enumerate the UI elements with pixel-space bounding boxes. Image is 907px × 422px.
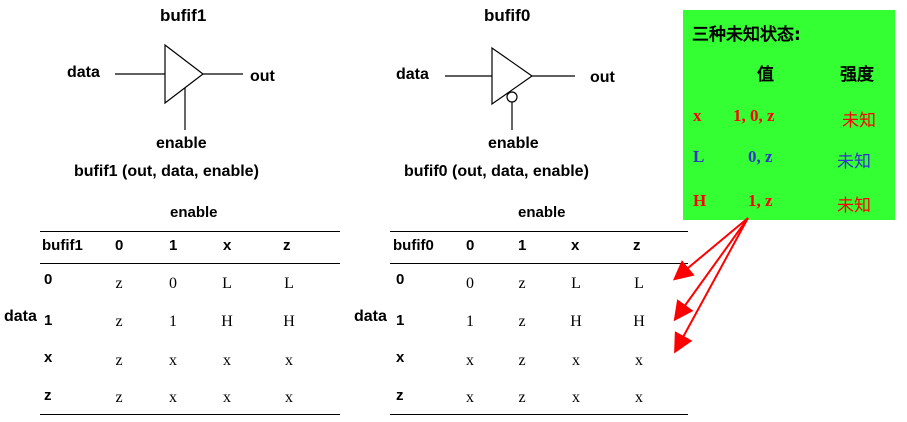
bufif1-col-z: z xyxy=(283,237,291,254)
bufif0-col-z: z xyxy=(633,237,641,254)
bufif1-cell: x xyxy=(169,352,177,369)
bufif1-col-x: x xyxy=(223,237,232,254)
legend-row-x-strength: 未知 xyxy=(842,111,876,131)
bufif1-data-side-label: data xyxy=(4,308,37,325)
bufif0-cell: z xyxy=(518,389,526,406)
bufif1-enable-header: enable xyxy=(170,204,218,221)
bufif1-table-header-rule xyxy=(40,263,340,264)
bufif0-data-label: data xyxy=(396,66,429,83)
bufif1-row-0-head: 0 xyxy=(44,271,53,288)
arrow-to-row-0 xyxy=(672,217,749,281)
bufif0-col-0: 0 xyxy=(466,237,475,254)
bufif0-cell: L xyxy=(634,275,644,292)
bufif0-table-top-rule xyxy=(390,231,688,232)
bufif1-row-1-head: 1 xyxy=(44,312,53,329)
legend-title: 三种未知状态: xyxy=(692,25,801,45)
legend-row-l-sym: L xyxy=(693,147,705,166)
arrow-to-row-1 xyxy=(673,217,749,322)
bufif1-title: bufif1 xyxy=(160,6,207,25)
bufif1-cell: x xyxy=(223,389,231,406)
bufif0-cell: z xyxy=(518,352,526,369)
legend-row-l-strength: 未知 xyxy=(837,152,871,172)
bufif1-cell: x xyxy=(169,389,177,406)
bufif1-cell: 0 xyxy=(169,275,177,292)
bufif0-cell: z xyxy=(518,275,526,292)
bufif0-cell: x xyxy=(466,352,474,369)
bufif1-cell: H xyxy=(221,313,233,330)
legend-col-value: 值 xyxy=(757,65,774,85)
bufif1-row-z-head: z xyxy=(44,387,52,404)
bufif1-caption: bufif1 (out, data, enable) xyxy=(74,163,259,180)
bufif0-cell: z xyxy=(518,313,526,330)
bufif1-cell: z xyxy=(115,352,123,369)
bufif1-cell: 1 xyxy=(169,313,177,330)
bufif1-data-label: data xyxy=(67,64,100,81)
bufif0-col-1: 1 xyxy=(518,237,527,254)
bufif0-cell: L xyxy=(571,275,581,292)
bufif1-row-x-head: x xyxy=(44,349,53,366)
bufif0-table-bottom-rule xyxy=(390,414,688,415)
bufif1-gate-symbol xyxy=(115,43,243,130)
bufif0-cell: x xyxy=(466,389,474,406)
bufif1-table-corner: bufif1 xyxy=(42,237,83,254)
bufif0-cell: H xyxy=(633,313,645,330)
legend-row-h-value: 1, z xyxy=(748,191,773,210)
bufif1-enable-label: enable xyxy=(156,135,207,152)
bufif1-table-top-rule xyxy=(40,231,340,232)
bufif1-cell: z xyxy=(115,275,123,292)
bufif1-cell: z xyxy=(115,389,123,406)
bufif1-cell: H xyxy=(283,313,295,330)
legend-row-x-value: 1, 0, z xyxy=(733,106,775,125)
unknown-states-legend: 三种未知状态: 值 强度 x 1, 0, z 未知 L 0, z 未知 H 1,… xyxy=(683,10,895,220)
bufif0-row-x-head: x xyxy=(396,349,405,366)
bufif1-cell: x xyxy=(285,389,293,406)
bufif1-cell: x xyxy=(285,352,293,369)
bufif1-cell: L xyxy=(222,275,232,292)
bufif0-data-side-label: data xyxy=(354,308,387,325)
bufif0-title: bufif0 xyxy=(484,6,531,25)
legend-row-l-value: 0, z xyxy=(748,147,773,166)
bufif1-cell: L xyxy=(284,275,294,292)
legend-col-strength: 强度 xyxy=(840,65,874,85)
legend-row-x-sym: x xyxy=(693,106,702,125)
arrow-to-row-x xyxy=(674,217,749,354)
bufif0-enable-header: enable xyxy=(518,204,566,221)
bufif1-out-label: out xyxy=(250,68,275,85)
bufif0-cell: x xyxy=(635,352,643,369)
bufif0-table-corner: bufif0 xyxy=(393,237,434,254)
bufif0-cell: x xyxy=(635,389,643,406)
bufif1-table-bottom-rule xyxy=(40,414,340,415)
bufif0-cell: 0 xyxy=(466,275,474,292)
bufif1-cell: x xyxy=(223,352,231,369)
bufif0-cell: H xyxy=(570,313,582,330)
bufif0-table-header-rule xyxy=(390,263,688,264)
bufif1-cell: z xyxy=(115,313,123,330)
bufif0-caption: bufif0 (out, data, enable) xyxy=(404,163,589,180)
bufif0-enable-label: enable xyxy=(488,135,539,152)
legend-row-h-strength: 未知 xyxy=(837,196,871,216)
legend-row-h-sym: H xyxy=(693,191,707,210)
bufif0-row-1-head: 1 xyxy=(396,312,405,329)
bufif0-out-label: out xyxy=(590,69,615,86)
bufif1-col-1: 1 xyxy=(169,237,178,254)
bufif0-cell: x xyxy=(572,389,580,406)
bufif0-gate-symbol xyxy=(445,46,575,130)
bufif0-row-0-head: 0 xyxy=(396,271,405,288)
bufif0-cell: 1 xyxy=(466,313,474,330)
bufif0-cell: x xyxy=(572,352,580,369)
bufif0-row-z-head: z xyxy=(396,387,404,404)
bufif0-col-x: x xyxy=(571,237,580,254)
bufif1-col-0: 0 xyxy=(115,237,124,254)
